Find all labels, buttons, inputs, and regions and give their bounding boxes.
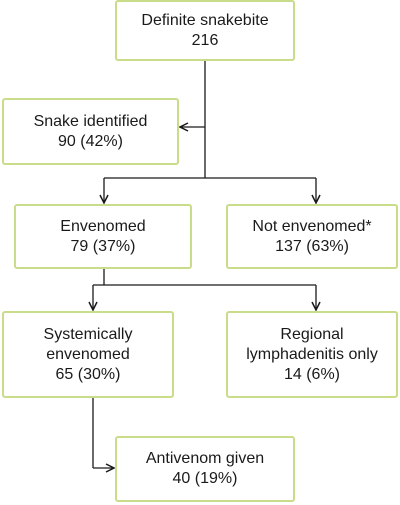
node-count: 79 (37%) [70,237,136,255]
node-label: Snake identified [33,112,148,130]
node-count: 14 (6%) [283,365,341,383]
node-snake-identified: Snake identified 90 (42%) [2,98,179,165]
node-count: 40 (19%) [172,470,238,487]
node-count: 65 (30%) [55,365,121,383]
node-label-line2: lymphadenitis only [246,345,378,363]
node-label-line2: envenomed [46,345,130,363]
node-label: Not envenomed* [252,217,372,235]
node-count: 216 [191,31,219,49]
node-envenomed: Envenomed 79 (37%) [14,204,192,269]
node-label-line1: Systemically [43,325,133,343]
node-label: Definite snakebite [141,11,269,29]
node-label-line1: Regional [280,325,344,343]
node-label: Antivenom given [145,450,265,467]
node-label: Envenomed [60,217,146,235]
node-systemically-envenomed: Systemically envenomed 65 (30%) [2,311,174,398]
node-count: 90 (42%) [58,132,123,150]
node-regional-lymphadenitis: Regional lymphadenitis only 14 (6%) [226,311,398,398]
node-definite-snakebite: Definite snakebite 216 [115,0,295,61]
node-count: 137 (63%) [275,237,349,255]
node-antivenom-given: Antivenom given 40 (19%) [115,436,295,502]
node-not-envenomed: Not envenomed* 137 (63%) [226,204,398,269]
